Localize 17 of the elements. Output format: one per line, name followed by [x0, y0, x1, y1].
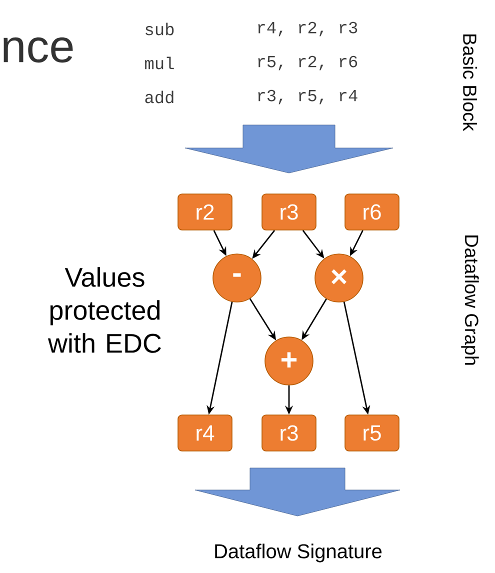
- register-box: r2: [178, 194, 232, 230]
- register-box: r4: [178, 414, 232, 452]
- side-label: Basic Block: [463, 34, 477, 132]
- side-label: Dataflow Graph: [461, 236, 479, 365]
- code-text: r4, r2, r3: [258, 22, 358, 36]
- caption-text: Dataflow Signature: [215, 544, 382, 562]
- code-text: add: [145, 90, 174, 104]
- register-box: r5: [344, 414, 400, 452]
- code-text: sub: [146, 22, 174, 36]
- note-text: Values protected with EDC: [48, 267, 161, 353]
- register-box: r3: [262, 194, 316, 230]
- code-text: r3, r5, r4: [258, 90, 358, 104]
- register-box: r6: [344, 194, 400, 230]
- register-box: r3: [262, 414, 316, 452]
- code-text: mul: [145, 56, 174, 70]
- title-text: nce: [4, 37, 73, 63]
- code-text: r5, r2, r6: [258, 56, 358, 70]
